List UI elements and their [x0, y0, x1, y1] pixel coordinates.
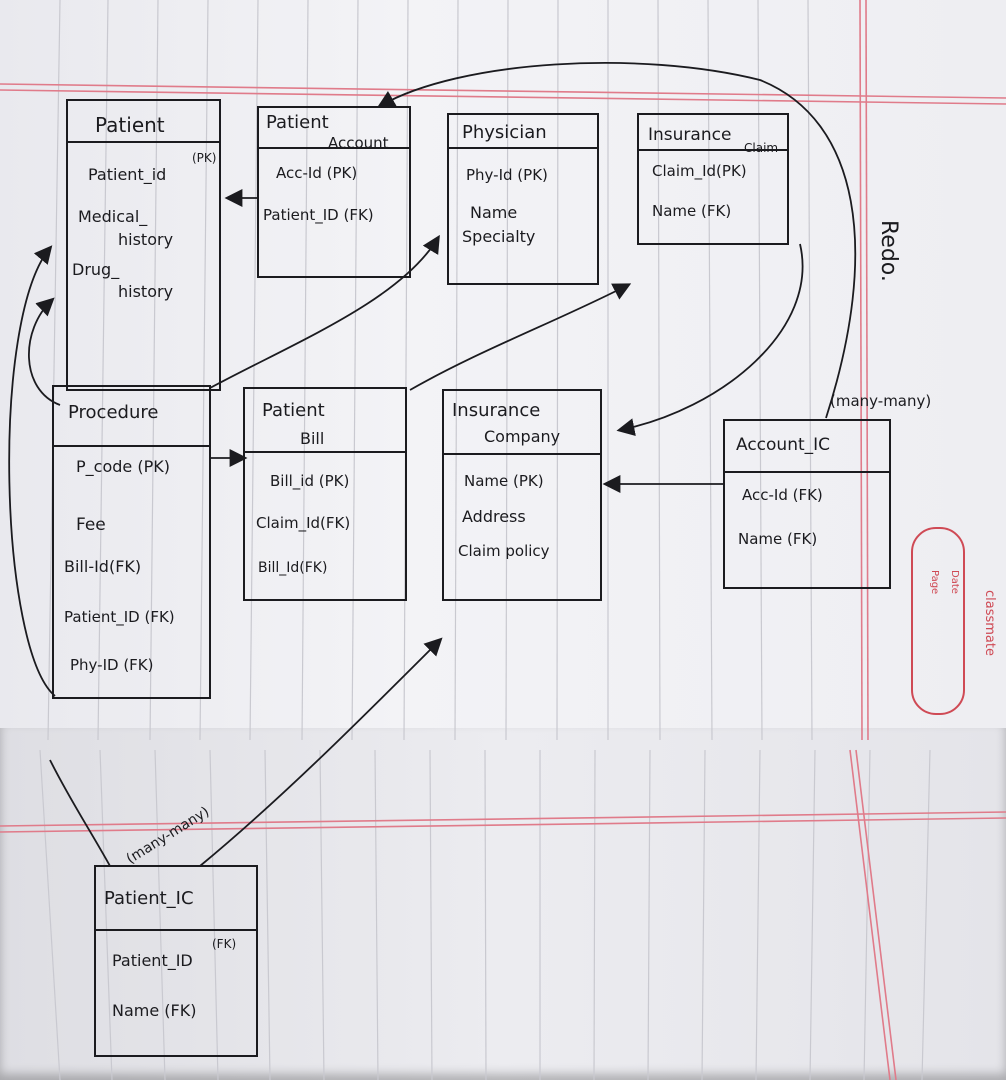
- patient-ic-field-1: Name (FK): [112, 1001, 196, 1020]
- entity-labels: Patient (PK) Patient_id Medical_ history…: [64, 112, 830, 1020]
- page-label: Page: [929, 570, 940, 594]
- relationship-lines: [8, 62, 857, 867]
- patient-account-title-2: Account: [328, 134, 389, 152]
- patient-account-title: Patient: [266, 112, 329, 133]
- physician-field-1: Name: [470, 203, 517, 222]
- insurance-company-field-2: Claim policy: [458, 542, 550, 560]
- patient-bill-title: Patient: [262, 400, 325, 421]
- account-ic-field-1: Name (FK): [738, 530, 817, 548]
- date-label: Date: [949, 570, 960, 594]
- patient-field-1: Medical_: [78, 207, 148, 227]
- patient-ic-title: Patient_IC: [104, 888, 194, 909]
- entity-boxes: [52, 99, 891, 1057]
- patient-ic-field-0: Patient_ID: [112, 951, 193, 971]
- procedure-field-0: P_code (PK): [76, 457, 170, 477]
- patient-bill-field-0: Bill_id (PK): [270, 472, 349, 491]
- account-ic-field-0: Acc-Id (FK): [742, 486, 823, 504]
- insurance-company-title: Insurance: [452, 400, 540, 421]
- procedure-field-4: Phy-ID (FK): [70, 656, 154, 674]
- patient-account-field-1: Patient_ID (FK): [263, 206, 374, 225]
- physician-title: Physician: [462, 122, 547, 143]
- procedure-title: Procedure: [68, 402, 158, 423]
- patient-ic-box: [94, 865, 258, 1057]
- patient-bill-field-1: Claim_Id(FK): [256, 514, 350, 533]
- insurance-claim-field-0: Claim_Id(PK): [652, 162, 747, 181]
- patient-ic-fk-label: (FK): [212, 937, 236, 951]
- patient-field-3: Drug_: [72, 260, 120, 280]
- patient-bill-title-2: Bill: [300, 429, 324, 448]
- patient-account-field-0: Acc-Id (PK): [276, 164, 357, 182]
- patient-field-4: history: [118, 282, 173, 301]
- patient-bill-box: [243, 387, 407, 601]
- procedure-field-1: Fee: [76, 515, 106, 535]
- insurance-claim-title: Insurance: [648, 125, 731, 145]
- patient-field-0: Patient_id: [88, 165, 166, 185]
- insurance-company-title-2: Company: [484, 427, 560, 446]
- insurance-company-box: [442, 389, 602, 601]
- insurance-company-field-0: Name (PK): [464, 472, 544, 490]
- patient-box: [66, 99, 221, 391]
- physician-field-0: Phy-Id (PK): [466, 166, 548, 184]
- many-many-right: (many-many): [830, 392, 931, 410]
- notebook-top-page: [0, 0, 1006, 740]
- procedure-field-2: Bill-Id(FK): [64, 557, 141, 576]
- classmate-stamp: classmate Date Page: [911, 527, 997, 715]
- physician-field-2: Specialty: [462, 227, 535, 246]
- insurance-claim-title-2: Claim: [744, 141, 778, 155]
- account-ic-title: Account_IC: [736, 435, 830, 455]
- redo-note: Redo.: [876, 220, 901, 282]
- many-many-left: (many-many): [124, 804, 213, 868]
- account-ic-box: [723, 419, 891, 589]
- patient-field-2: history: [118, 230, 173, 249]
- procedure-box: [52, 385, 211, 699]
- insurance-claim-field-1: Name (FK): [652, 202, 731, 220]
- patient-bill-field-2: Bill_Id(FK): [258, 560, 327, 576]
- patient-title: Patient: [95, 113, 165, 137]
- procedure-field-3: Patient_ID (FK): [64, 608, 175, 627]
- notebook-bottom-page: [0, 728, 1006, 1080]
- insurance-company-field-1: Address: [462, 507, 526, 526]
- patient-pk-label: (PK): [192, 151, 216, 165]
- patient-account-box: [257, 106, 411, 278]
- brand-text: classmate: [982, 590, 997, 656]
- insurance-claim-box: [637, 113, 789, 245]
- physician-box: [447, 113, 599, 285]
- page-ruling: [39, 0, 931, 1080]
